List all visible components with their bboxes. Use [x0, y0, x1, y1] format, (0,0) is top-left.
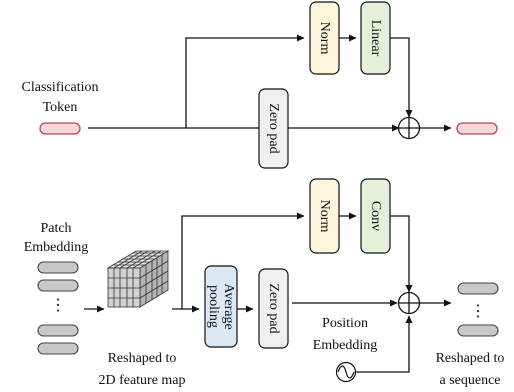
norm-top-label: Norm: [317, 22, 332, 55]
add-node-top: [397, 116, 421, 140]
reshape-seq-label-line1: Reshaped to: [436, 351, 505, 366]
cls-token-output: [456, 122, 498, 135]
conv-to-plus: [390, 215, 413, 293]
avg-pool-label-line1: Average: [221, 283, 236, 329]
cls-branch-up: [185, 34, 305, 128]
patch-label-line2: Embedding: [24, 240, 89, 255]
avg-pool-box: [204, 265, 238, 348]
pos-emb-label-line1: Position: [322, 316, 368, 331]
feature-map-3d: [106, 250, 170, 308]
zero-pad-bottom-label: Zero pad: [266, 283, 281, 333]
output-token-stack: ⋮: [457, 282, 499, 337]
ellipsis-dots: ⋮: [50, 297, 66, 314]
conv-box: [360, 178, 391, 254]
patch-token: [37, 261, 79, 274]
zero-pad-top-label: Zero pad: [266, 103, 281, 153]
cls-token-label-line2: Token: [43, 100, 78, 115]
sine-wave-icon: [335, 361, 357, 383]
zero-pad-box-bottom: [258, 268, 289, 349]
avg-pool-label: Average pooling: [206, 283, 236, 329]
patch-token: [37, 342, 79, 355]
cls-token-input: [39, 122, 81, 135]
zero-pad-box-top: [258, 88, 289, 169]
output-token: [457, 324, 499, 337]
patch-token-stack: ⋮: [37, 261, 79, 355]
norm-box-top: [309, 1, 340, 75]
patch-token: [37, 324, 79, 337]
conv-label: Conv: [368, 201, 383, 231]
linear-label: Linear: [368, 20, 383, 57]
cls-token-label-line1: Classification: [22, 80, 99, 95]
map-branch-up: [181, 212, 305, 309]
linear-box: [360, 1, 391, 75]
add-node-bottom: [397, 291, 421, 315]
patch-token: [37, 279, 79, 292]
reshape-seq-label-line2: a sequence: [439, 373, 500, 388]
patch-label-line1: Patch: [40, 221, 71, 236]
ellipsis-dots: ⋮: [470, 303, 486, 320]
avg-pool-label-line2: pooling: [206, 285, 221, 328]
linear-to-plus: [390, 37, 413, 118]
reshape-2d-label-line2: 2D feature map: [98, 373, 185, 388]
pos-emb-to-plus: [356, 315, 413, 373]
output-token: [457, 282, 499, 295]
reshape-2d-label-line1: Reshaped to: [108, 351, 177, 366]
norm-bottom-label: Norm: [317, 200, 332, 233]
norm-box-bottom: [309, 178, 340, 254]
pos-emb-label-line2: Embedding: [313, 338, 378, 353]
